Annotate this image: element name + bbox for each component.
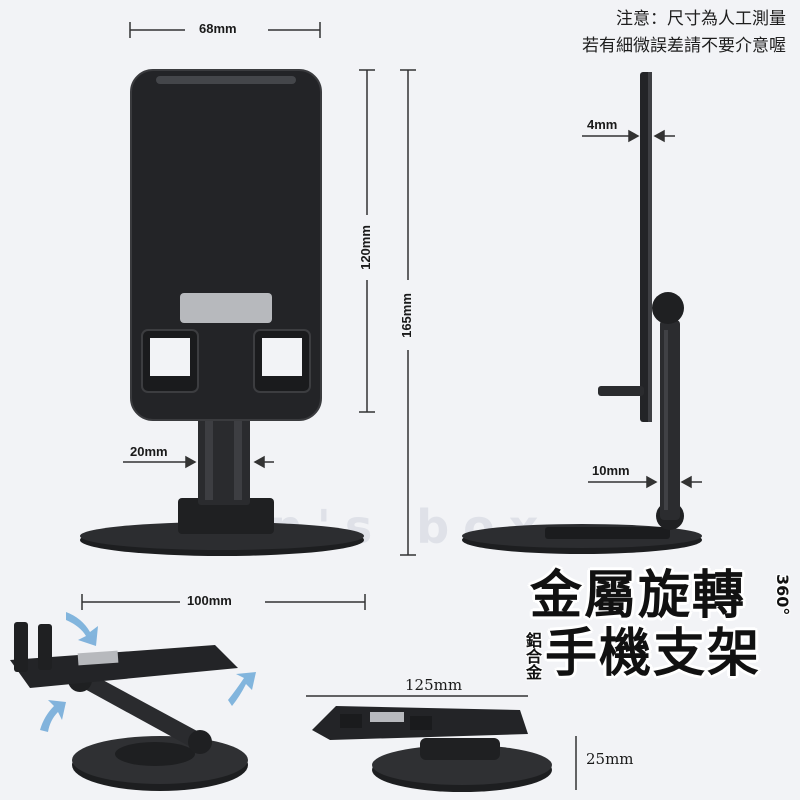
note-line-2: 若有細微誤差請不要介意喔 (582, 36, 786, 56)
headline-side-upper: 360° (773, 574, 792, 616)
headline-line-1: 金屬旋轉 (530, 566, 747, 626)
side-thickness-label: 4mm (587, 117, 618, 132)
side-pole-label: 10mm (592, 463, 630, 478)
front-neck-width-label: 20mm (130, 444, 168, 459)
front-width-label: 68mm (199, 21, 237, 36)
measurement-note: 注意：尺寸為人工測量 若有細微誤差請不要介意喔 (582, 6, 786, 60)
front-base-width-label: 100mm (187, 593, 232, 608)
headline-line-2: 手機支架 (545, 624, 762, 684)
note-line-1: 注意：尺寸為人工測量 (616, 9, 786, 29)
flat-height-label: 25mm (586, 750, 634, 768)
flat-length-label: 125mm (405, 676, 463, 694)
headline-side-lower: 鋁合金 (523, 632, 542, 680)
